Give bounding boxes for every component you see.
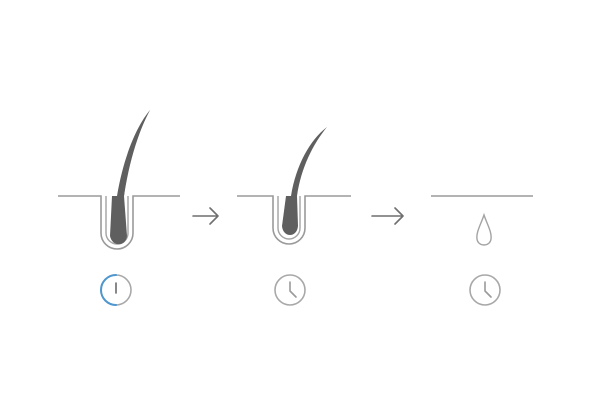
arrow-right-icon <box>192 207 219 225</box>
skin-line-stage-2 <box>237 195 351 245</box>
timer-progress-arc <box>100 274 117 306</box>
follicle-remnant-stage-3 <box>476 212 492 246</box>
hair-upper-stage-1 <box>117 110 150 196</box>
clock-icon <box>469 274 501 306</box>
follicle-inner-stage-2 <box>277 196 301 240</box>
hair-short-stage-2 <box>291 127 327 196</box>
stage-1 <box>58 110 180 250</box>
skin-line-stage-1 <box>58 195 180 250</box>
hair-long-stage-1 <box>122 110 150 196</box>
stage-2 <box>237 127 351 245</box>
timer-start-icon <box>100 274 132 306</box>
hair-shaft-stage-1 <box>110 196 127 245</box>
stage-3 <box>431 195 533 246</box>
arrow-right-icon <box>371 207 404 225</box>
hair-shaft-stage-2 <box>282 196 298 235</box>
clock-icon <box>274 274 306 306</box>
